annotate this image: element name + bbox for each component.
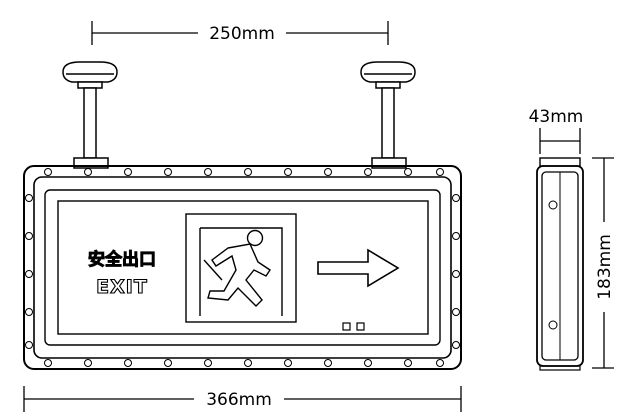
side-height-dimension xyxy=(592,157,614,369)
right-mounting-post xyxy=(360,61,416,169)
bottom-width-label: 366mm xyxy=(206,390,272,410)
top-width-label: 250mm xyxy=(209,24,275,44)
side-view xyxy=(536,157,584,371)
top-width-dimension xyxy=(91,21,389,45)
side-depth-dimension xyxy=(539,128,581,154)
left-mounting-post xyxy=(62,61,118,169)
chinese-exit-label: 安全出口 xyxy=(88,249,156,270)
running-man-icon xyxy=(185,213,297,323)
housing-screws xyxy=(25,168,460,367)
side-height-label: 183mm xyxy=(595,234,615,300)
sign-housing xyxy=(23,165,462,370)
bottom-width-dimension xyxy=(23,386,462,412)
side-depth-label: 43mm xyxy=(529,107,584,127)
english-exit-label: EXIT xyxy=(96,276,148,298)
right-arrow-icon xyxy=(317,248,400,288)
indicator-lights xyxy=(342,322,365,331)
